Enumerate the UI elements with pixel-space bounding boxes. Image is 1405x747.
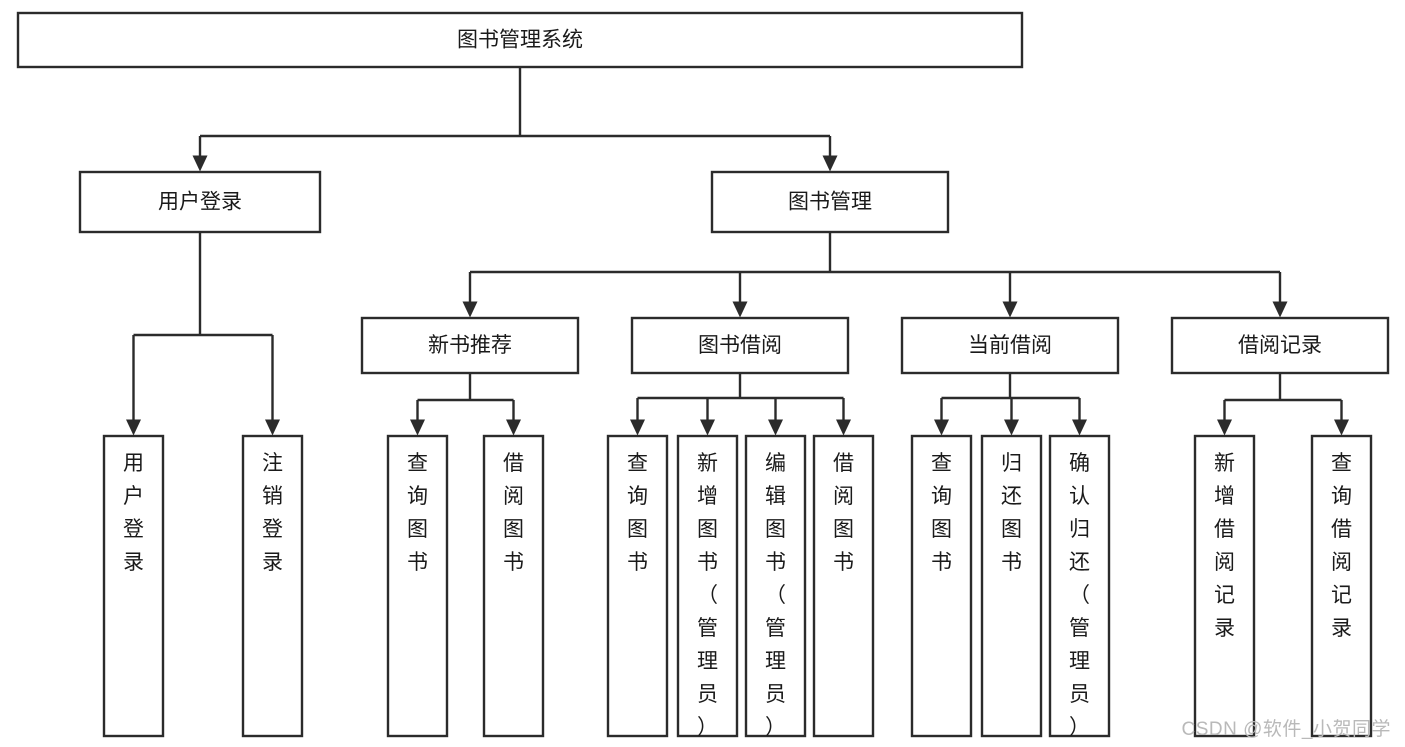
node-leaf-borrow-book-2[interactable]: 借阅图书	[812, 434, 875, 738]
arrow-head-icon	[630, 419, 645, 436]
node-label: 借阅记录	[1238, 334, 1322, 357]
node-leaf-add-record[interactable]: 新增借阅记录	[1193, 434, 1256, 738]
node-user-login[interactable]: 用户登录	[78, 170, 322, 234]
arrow-head-icon	[1004, 419, 1019, 436]
node-label: 查询图书	[931, 452, 952, 574]
arrow-head-icon	[1002, 301, 1018, 318]
node-label: 图书管理系统	[457, 29, 583, 52]
arrow-head-icon	[700, 419, 715, 436]
node-label: 借阅图书	[833, 452, 854, 574]
node-leaf-confirm-return[interactable]: 确认归还（管理员）	[1048, 434, 1111, 739]
node-box	[710, 170, 950, 234]
node-leaf-return-book[interactable]: 归还图书	[980, 434, 1043, 738]
arrow-head-icon	[732, 301, 748, 318]
node-book-borrow[interactable]: 图书借阅	[630, 316, 850, 375]
node-label: 查询图书	[407, 452, 428, 574]
node-box	[676, 434, 739, 738]
arrow-head-icon	[1217, 419, 1232, 436]
node-label: 编辑图书（管理员）	[765, 452, 786, 739]
arrow-head-icon	[506, 419, 521, 436]
node-layer: 图书管理系统用户登录图书管理新书推荐图书借阅当前借阅借阅记录用户登录注销登录查询…	[16, 11, 1390, 739]
arrow-head-icon	[934, 419, 949, 436]
node-box	[360, 316, 580, 375]
node-box	[482, 434, 545, 738]
node-box	[16, 11, 1024, 69]
node-box	[241, 434, 304, 738]
node-box	[386, 434, 449, 738]
node-root[interactable]: 图书管理系统	[16, 11, 1024, 69]
node-leaf-borrow-book-1[interactable]: 借阅图书	[482, 434, 545, 738]
node-label: 新增借阅记录	[1214, 452, 1235, 640]
node-label: 图书管理	[788, 191, 872, 214]
arrow-head-icon	[768, 419, 783, 436]
node-leaf-user-login[interactable]: 用户登录	[102, 434, 165, 738]
node-borrow-record[interactable]: 借阅记录	[1170, 316, 1390, 375]
node-book-manage[interactable]: 图书管理	[710, 170, 950, 234]
node-label: 查询借阅记录	[1331, 452, 1352, 640]
arrow-head-icon	[126, 419, 141, 436]
connector-layer	[126, 67, 1349, 436]
arrow-head-icon	[192, 155, 208, 172]
node-label: 用户登录	[123, 452, 144, 574]
node-box	[606, 434, 669, 738]
node-label: 新增图书（管理员）	[697, 452, 718, 739]
node-leaf-query-record[interactable]: 查询借阅记录	[1310, 434, 1373, 738]
arrow-head-icon	[1272, 301, 1288, 318]
node-leaf-query-book-3[interactable]: 查询图书	[910, 434, 973, 738]
node-box	[1170, 316, 1390, 375]
node-box	[910, 434, 973, 738]
node-box	[900, 316, 1120, 375]
node-leaf-query-book-1[interactable]: 查询图书	[386, 434, 449, 738]
arrow-head-icon	[410, 419, 425, 436]
node-box	[1193, 434, 1256, 738]
node-label: 确认归还（管理员）	[1069, 452, 1090, 739]
node-label: 查询图书	[627, 452, 648, 574]
arrow-head-icon	[462, 301, 478, 318]
node-new-book-rec[interactable]: 新书推荐	[360, 316, 580, 375]
node-label: 归还图书	[1001, 452, 1022, 574]
node-label: 新书推荐	[428, 334, 512, 357]
node-box	[78, 170, 322, 234]
node-box	[1048, 434, 1111, 738]
node-leaf-add-book[interactable]: 新增图书（管理员）	[676, 434, 739, 739]
arrow-head-icon	[265, 419, 280, 436]
node-leaf-logout[interactable]: 注销登录	[241, 434, 304, 738]
arrow-head-icon	[1072, 419, 1087, 436]
arrow-head-icon	[822, 155, 838, 172]
node-label: 用户登录	[158, 191, 242, 214]
node-box	[630, 316, 850, 375]
node-label: 借阅图书	[503, 452, 524, 574]
node-box	[744, 434, 807, 738]
node-box	[1310, 434, 1373, 738]
node-current-borrow[interactable]: 当前借阅	[900, 316, 1120, 375]
arrow-head-icon	[1334, 419, 1349, 436]
arrow-head-icon	[836, 419, 851, 436]
node-box	[980, 434, 1043, 738]
node-label: 图书借阅	[698, 334, 782, 357]
node-label: 当前借阅	[968, 334, 1052, 357]
node-box	[812, 434, 875, 738]
node-leaf-edit-book[interactable]: 编辑图书（管理员）	[744, 434, 807, 739]
node-leaf-query-book-2[interactable]: 查询图书	[606, 434, 669, 738]
node-label: 注销登录	[262, 452, 283, 574]
node-box	[102, 434, 165, 738]
